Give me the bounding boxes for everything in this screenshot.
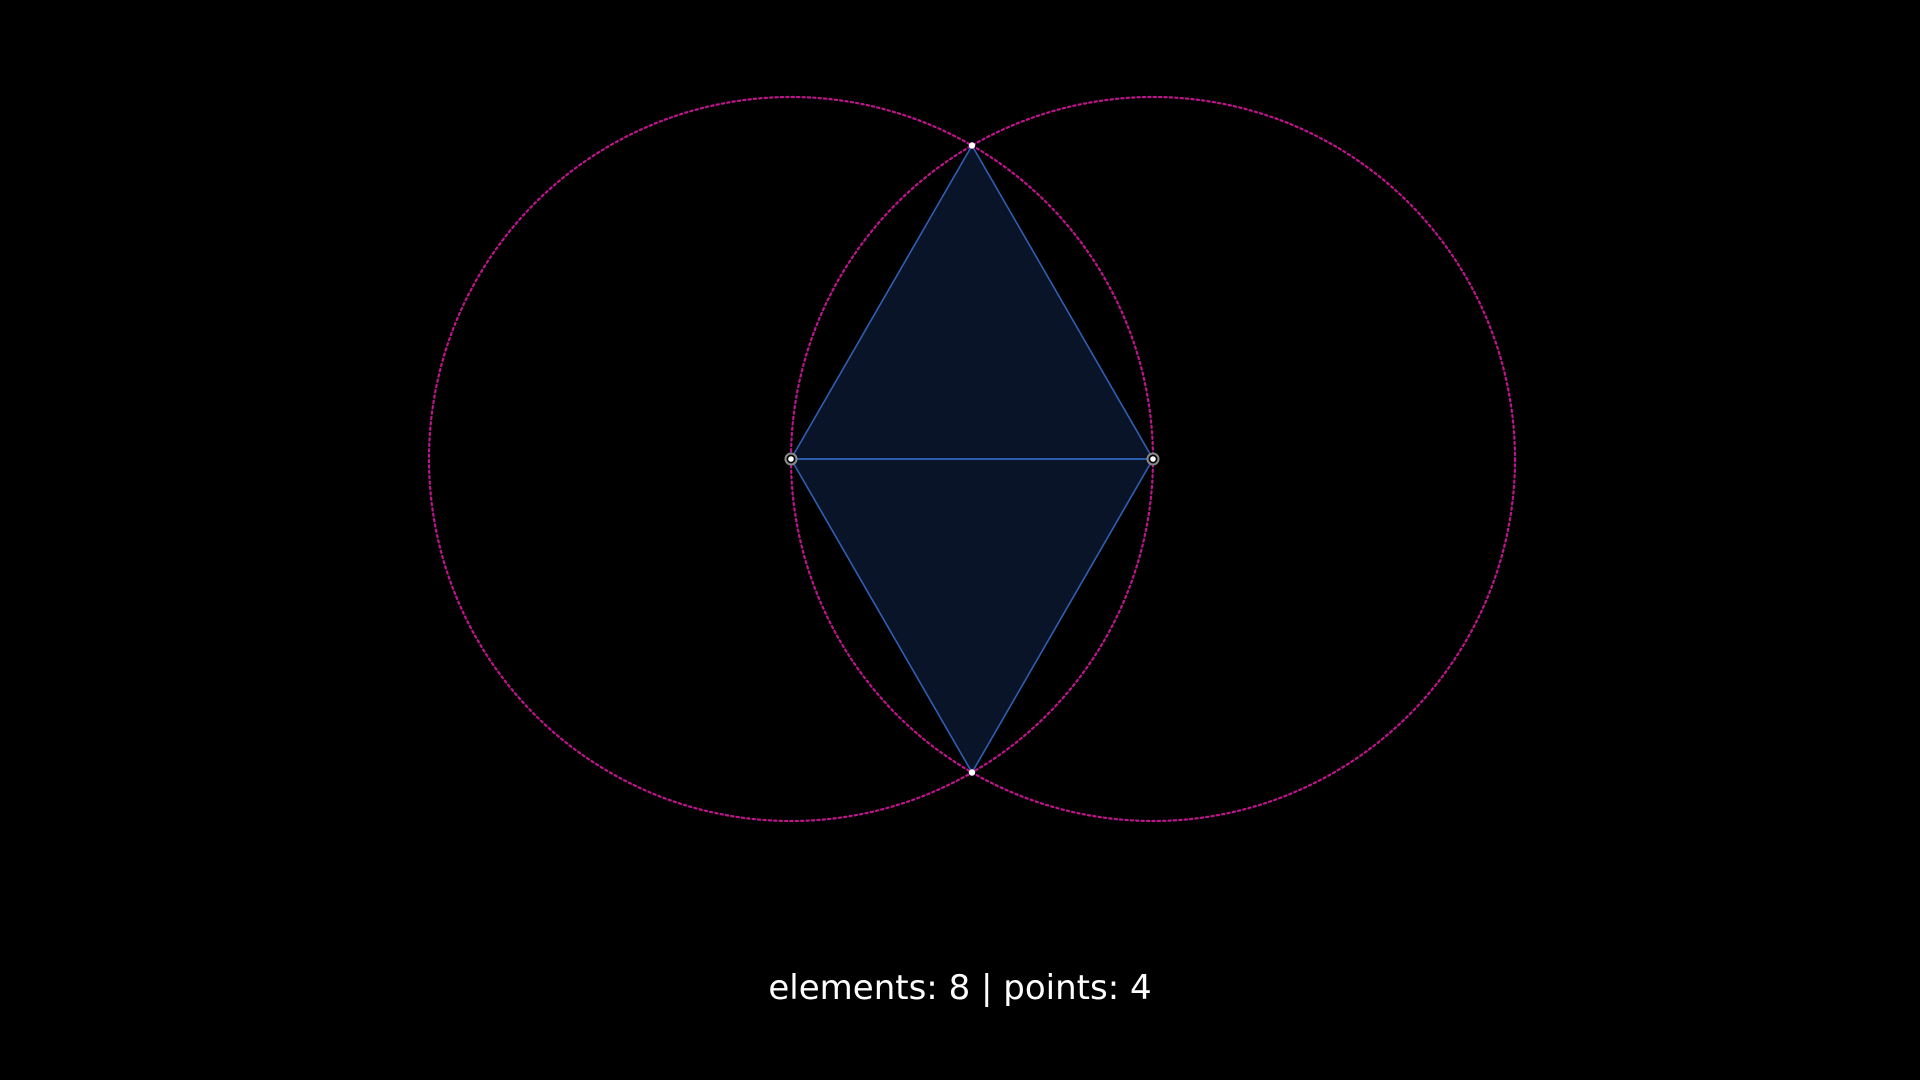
intersection-top-dot (968, 142, 976, 149)
triangle-lower[interactable] (790, 458, 1154, 774)
status-readout: elements: 8 | points: 4 (768, 968, 1152, 1008)
center-left-dot (788, 456, 794, 462)
point-intersection-bottom[interactable] (968, 769, 976, 776)
point-center-left[interactable] (784, 452, 798, 466)
point-center-right[interactable] (1146, 452, 1160, 466)
triangle-upper[interactable] (790, 144, 1154, 460)
point-intersection-top[interactable] (968, 142, 976, 149)
points-layer (784, 142, 1160, 776)
center-right-dot (1150, 456, 1156, 462)
intersection-bottom-dot (968, 769, 976, 776)
